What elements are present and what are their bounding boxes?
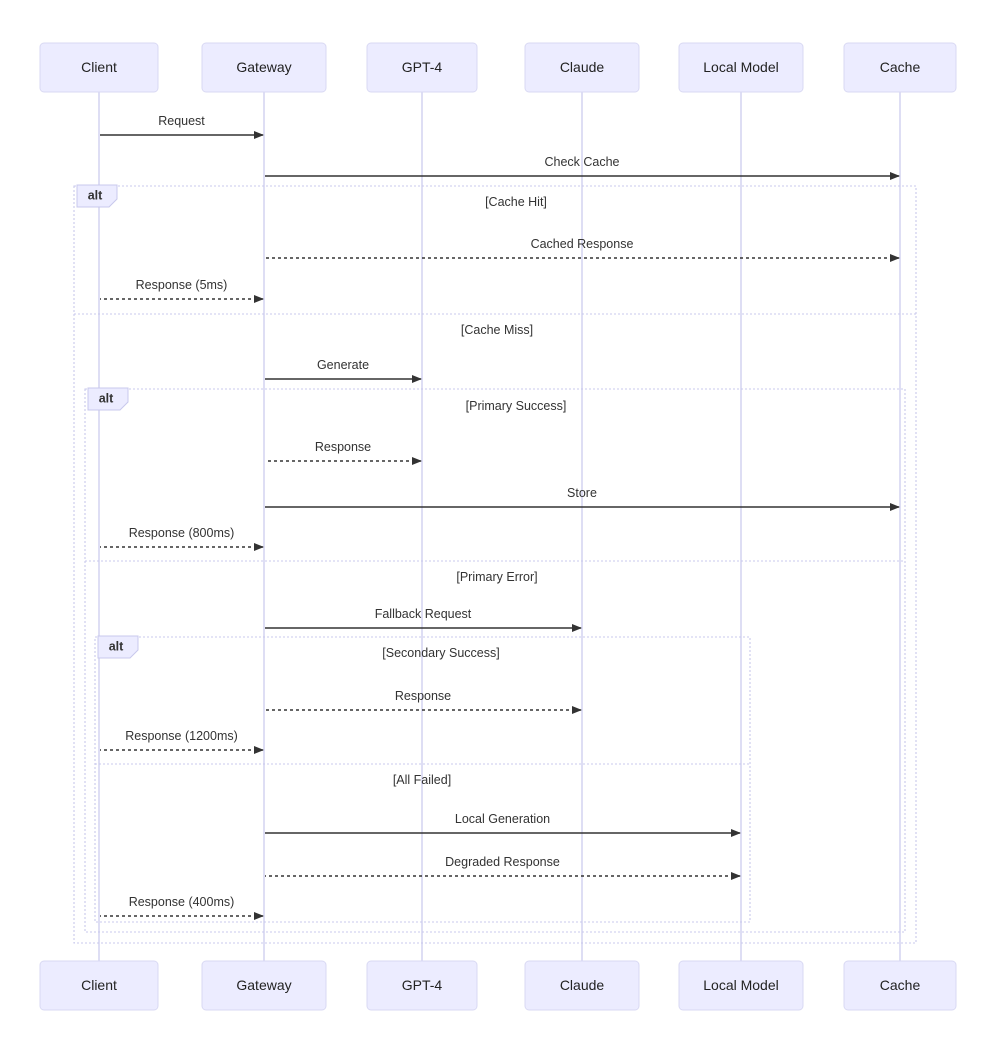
message-m1: Request — [100, 114, 264, 139]
message-m8: Response (800ms) — [100, 526, 264, 551]
participant-box[interactable] — [843, 960, 957, 1011]
participant-local-top[interactable]: Local Model — [678, 42, 804, 93]
alt-frame-border — [73, 185, 917, 944]
participant-label: Cache — [880, 977, 921, 993]
alt-block-alt-outer: [Cache Hit] [Cache Miss] alt — [73, 184, 917, 944]
participant-cache-top[interactable]: Cache — [843, 42, 957, 93]
participant-box[interactable] — [366, 960, 478, 1011]
message-label: Response (1200ms) — [125, 729, 238, 743]
alt-condition-label: [Primary Error] — [456, 570, 537, 584]
alt-frame-border — [94, 636, 751, 923]
participant-box[interactable] — [39, 42, 159, 93]
participant-label: Client — [81, 59, 117, 75]
participant-label: Claude — [560, 977, 605, 993]
alt-condition-label: [All Failed] — [393, 773, 451, 787]
alt-tag-label: alt — [88, 188, 103, 202]
alt-block-alt-inner: [Secondary Success] [All Failed] alt — [94, 635, 751, 923]
message-label: Response (800ms) — [129, 526, 235, 540]
alt-block-alt-middle: [Primary Success] [Primary Error] alt — [84, 387, 906, 933]
message-label: Request — [158, 114, 205, 128]
participant-label: Claude — [560, 59, 605, 75]
message-label: Response (5ms) — [136, 278, 228, 292]
message-label: Fallback Request — [375, 607, 472, 621]
participant-gpt4-top[interactable]: GPT-4 — [366, 42, 478, 93]
participant-label: GPT-4 — [402, 59, 443, 75]
alt-tag-label: alt — [109, 639, 124, 653]
participant-label: Local Model — [703, 59, 779, 75]
participant-gateway-top[interactable]: Gateway — [201, 42, 327, 93]
message-m2: Check Cache — [265, 155, 900, 180]
participant-label: Cache — [880, 59, 921, 75]
message-m13: Degraded Response — [265, 855, 741, 880]
alt-tag-shape — [97, 635, 139, 659]
message-label: Response — [315, 440, 371, 454]
message-label: Check Cache — [544, 155, 619, 169]
participant-label: Gateway — [236, 977, 291, 993]
participant-client-bottom[interactable]: Client — [39, 960, 159, 1011]
participant-label: GPT-4 — [402, 977, 443, 993]
alt-condition-label: [Secondary Success] — [382, 646, 499, 660]
message-label: Response (400ms) — [129, 895, 235, 909]
alt-frames-layer: [Cache Hit][Cache Miss]alt[Primary Succe… — [73, 184, 917, 944]
participant-label: Local Model — [703, 977, 779, 993]
participant-local-bottom[interactable]: Local Model — [678, 960, 804, 1011]
message-m9: Fallback Request — [265, 607, 582, 632]
participant-box[interactable] — [678, 42, 804, 93]
participant-box[interactable] — [366, 42, 478, 93]
alt-tag-label: alt — [99, 391, 114, 405]
message-label: Store — [567, 486, 597, 500]
message-m11: Response (1200ms) — [100, 729, 264, 754]
participant-box[interactable] — [524, 960, 640, 1011]
participant-claude-bottom[interactable]: Claude — [524, 960, 640, 1011]
participant-box[interactable] — [678, 960, 804, 1011]
alt-condition-label: [Primary Success] — [466, 399, 567, 413]
message-m14: Response (400ms) — [100, 895, 264, 920]
alt-frame-border — [84, 388, 906, 933]
participant-box[interactable] — [524, 42, 640, 93]
message-label: Response — [395, 689, 451, 703]
participant-box[interactable] — [39, 960, 159, 1011]
participant-gpt4-bottom[interactable]: GPT-4 — [366, 960, 478, 1011]
alt-condition-label: [Cache Hit] — [485, 195, 547, 209]
participant-client-top[interactable]: Client — [39, 42, 159, 93]
participant-label: Gateway — [236, 59, 291, 75]
alt-tag-shape — [76, 184, 118, 208]
message-m6: Response — [265, 440, 422, 465]
participant-gateway-bottom[interactable]: Gateway — [201, 960, 327, 1011]
message-label: Cached Response — [531, 237, 634, 251]
participant-label: Client — [81, 977, 117, 993]
participant-box[interactable] — [201, 42, 327, 93]
message-label: Generate — [317, 358, 369, 372]
participant-cache-bottom[interactable]: Cache — [843, 960, 957, 1011]
lifelines-layer — [98, 92, 901, 961]
participant-claude-top[interactable]: Claude — [524, 42, 640, 93]
message-label: Local Generation — [455, 812, 550, 826]
message-m3: Cached Response — [265, 237, 900, 262]
message-m12: Local Generation — [265, 812, 741, 837]
alt-tag-shape — [87, 387, 129, 411]
participant-box[interactable] — [843, 42, 957, 93]
message-m4: Response (5ms) — [100, 278, 264, 303]
message-label: Degraded Response — [445, 855, 560, 869]
message-m7: Store — [265, 486, 900, 511]
message-m5: Generate — [265, 358, 422, 383]
alt-condition-label: [Cache Miss] — [461, 323, 533, 337]
participant-box[interactable] — [201, 960, 327, 1011]
message-m10: Response — [265, 689, 582, 714]
